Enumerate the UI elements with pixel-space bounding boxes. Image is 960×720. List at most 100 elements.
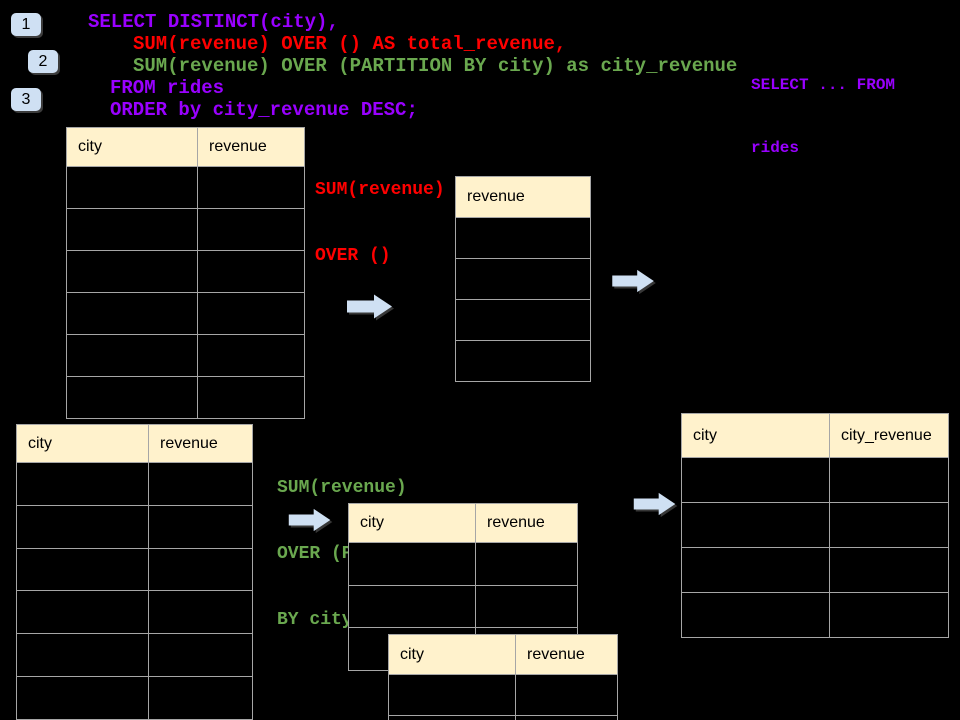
flow-arrow-partition-result — [633, 492, 676, 516]
annotation-total-revenue: SUM(revenue) OVER () — [315, 135, 445, 311]
header-row: revenue — [455, 176, 591, 218]
column-header: city — [348, 503, 476, 543]
empty-cell — [455, 340, 591, 382]
empty-cell — [197, 208, 305, 251]
empty-cell — [829, 502, 949, 548]
table-row — [66, 376, 305, 419]
empty-cell — [66, 376, 198, 419]
empty-cell — [388, 715, 516, 720]
empty-cell — [197, 166, 305, 209]
flow-arrow-total-result — [612, 269, 654, 293]
table-row — [66, 166, 305, 209]
empty-cell — [148, 675, 253, 720]
table-total-revenue-result: revenue — [455, 176, 591, 382]
table-row — [66, 208, 305, 251]
table-row — [681, 457, 949, 503]
empty-cell — [829, 457, 949, 503]
table-row — [16, 504, 253, 549]
annotation-total-line2: OVER () — [315, 246, 391, 266]
empty-cell — [16, 504, 149, 549]
step-badge-3: 3 — [11, 88, 41, 111]
table-row — [348, 542, 578, 586]
empty-cell — [681, 502, 830, 548]
empty-cell — [681, 592, 830, 638]
sql-line-from: FROM rides — [110, 77, 225, 99]
table-row — [455, 217, 591, 259]
empty-cell — [16, 675, 149, 720]
table-row — [66, 334, 305, 377]
empty-cell — [455, 299, 591, 341]
empty-cell — [66, 334, 198, 377]
table-row — [16, 590, 253, 635]
step-badge-2: 2 — [28, 50, 58, 73]
column-header: revenue — [475, 503, 578, 543]
empty-cell — [348, 542, 476, 586]
table-row — [16, 633, 253, 677]
table-row — [455, 258, 591, 300]
empty-cell — [66, 166, 198, 209]
step-badge-1: 1 — [11, 13, 41, 36]
empty-cell — [16, 633, 149, 677]
empty-cell — [197, 376, 305, 419]
table-row — [16, 462, 253, 506]
empty-cell — [829, 547, 949, 593]
empty-cell — [455, 217, 591, 259]
empty-cell — [515, 715, 618, 720]
empty-cell — [348, 584, 476, 629]
empty-cell — [148, 633, 253, 677]
table-row — [66, 250, 305, 293]
empty-cell — [197, 292, 305, 335]
table-row — [455, 340, 591, 382]
empty-cell — [681, 547, 830, 593]
empty-cell — [388, 674, 516, 716]
table-row — [348, 584, 578, 629]
flow-arrow-partition-step — [288, 508, 331, 532]
column-header: revenue — [455, 176, 591, 218]
empty-cell — [66, 250, 198, 293]
empty-cell — [197, 250, 305, 293]
column-header: city — [66, 127, 198, 167]
empty-cell — [66, 292, 198, 335]
flow-arrow-total-step — [347, 294, 392, 319]
empty-cell — [16, 590, 149, 635]
column-header: city — [681, 413, 830, 458]
column-header: city_revenue — [829, 413, 949, 458]
sql-line-select: SELECT DISTINCT(city), — [88, 11, 339, 33]
empty-cell — [681, 457, 830, 503]
table-row — [66, 292, 305, 335]
table-row — [16, 675, 253, 720]
empty-cell — [148, 462, 253, 506]
column-header: revenue — [197, 127, 305, 167]
table-row — [455, 299, 591, 341]
empty-cell — [475, 542, 578, 586]
table-row — [16, 547, 253, 592]
table-row — [388, 715, 618, 720]
column-header: revenue — [515, 634, 618, 675]
empty-cell — [148, 590, 253, 635]
table-row — [388, 674, 618, 716]
column-header: city — [388, 634, 516, 675]
empty-cell — [829, 592, 949, 638]
side-note-line1: SELECT ... FROM — [751, 76, 896, 94]
table-row — [681, 502, 949, 548]
sql-line-order-by: ORDER by city_revenue DESC; — [110, 99, 418, 121]
sql-line-partition: SUM(revenue) OVER (PARTITION BY city) as… — [133, 55, 738, 77]
empty-cell — [455, 258, 591, 300]
side-note-select-from-rides: SELECT ... FROM rides — [751, 33, 895, 201]
empty-cell — [148, 504, 253, 549]
column-header: city — [16, 424, 149, 463]
empty-cell — [16, 547, 149, 592]
empty-cell — [16, 462, 149, 506]
empty-cell — [475, 584, 578, 629]
annotation-partition-line1: SUM(revenue) — [277, 478, 407, 498]
